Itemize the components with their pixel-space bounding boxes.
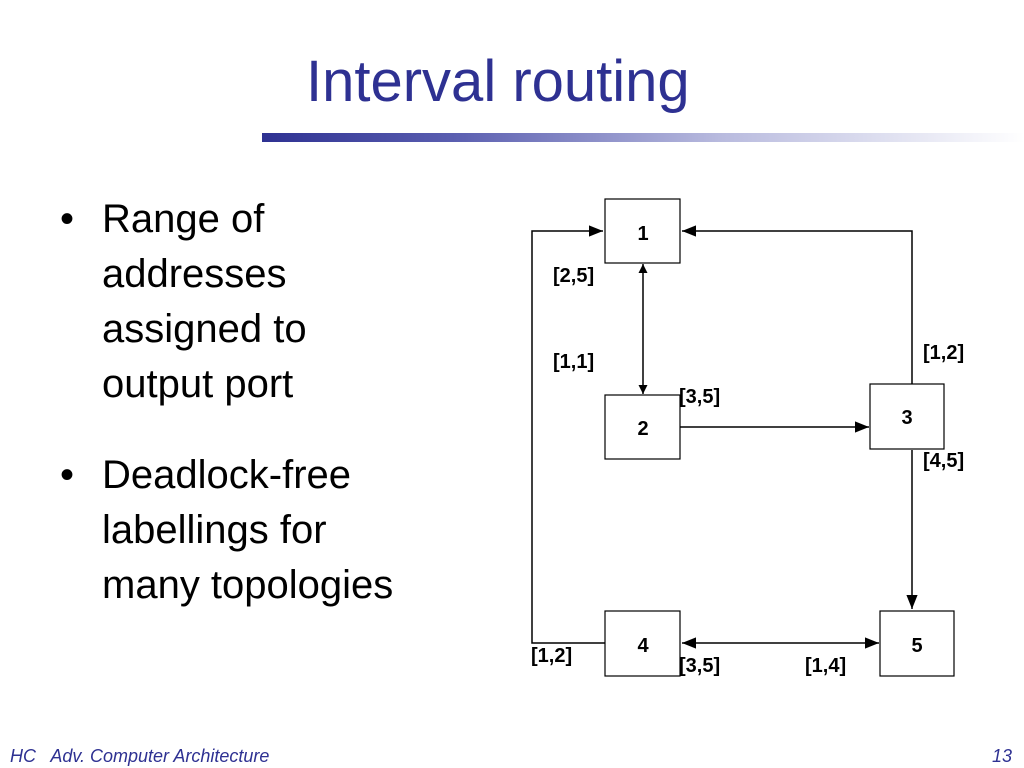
bullet-text-line: Range of [102,197,265,241]
bullet-text-line: addresses [102,252,287,296]
bullet-text-line: output port [102,362,294,406]
edge-label-3-to-1: [1,2] [923,342,964,364]
bullet-item-deadlock: • Deadlock-free labellings for many topo… [60,448,393,613]
slide-title: Interval routing [306,49,690,114]
footer-course-label: HC Adv. Computer Architecture [10,746,270,766]
bullet-dot-icon: • [60,453,75,497]
edge-4-1 [531,225,605,644]
edge-label-4-to-1: [1,2] [531,645,572,667]
title-underline-bar [262,133,1024,142]
node-label: 3 [901,407,912,429]
node-4: 4 [604,610,681,677]
node-label: 4 [637,635,649,657]
node-1: 1 [604,198,681,264]
bullet-list: • Range of addresses assigned to output … [60,192,393,613]
node-label: 5 [911,635,922,657]
edge-label-4-to-5: [3,5] [679,655,720,677]
node-3: 3 [869,383,945,450]
edge-label-5-to-4: [1,4] [805,655,846,677]
edge-label-2-to-1: [1,1] [553,351,594,373]
footer-page-number: 13 [991,746,1012,766]
node-2: 2 [604,394,681,460]
edge-label-3-to-5: [4,5] [923,450,964,472]
bullet-dot-icon: • [60,197,75,241]
bullet-text-line: many topologies [102,563,394,607]
node-5: 5 [879,610,955,677]
bullet-text-line: assigned to [102,307,307,351]
bullet-item-range: • Range of addresses assigned to output … [60,192,393,412]
node-label: 1 [637,223,648,245]
edge-label-1-to-2: [2,5] [553,265,594,287]
node-label: 2 [637,418,648,440]
bullet-text-line: Deadlock-free [102,453,352,497]
bullet-text-line: labellings for [102,508,327,552]
edge-label-2-to-3: [3,5] [679,386,720,408]
edge-3-1 [682,225,913,384]
